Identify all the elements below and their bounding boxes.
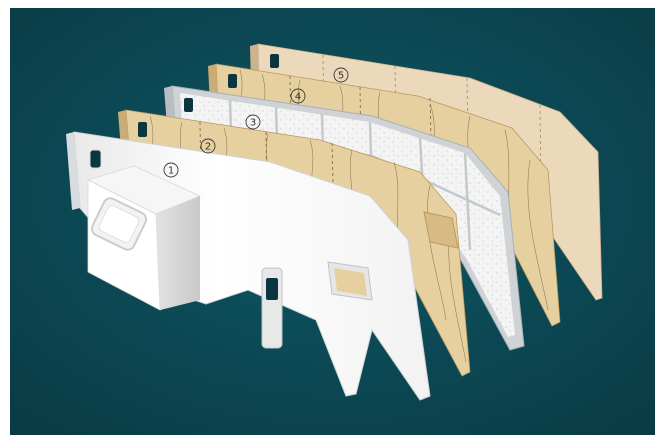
svg-text:2: 2 <box>205 142 211 153</box>
layer-2-window <box>138 122 147 137</box>
svg-text:5: 5 <box>338 71 344 82</box>
entry-door-window <box>266 278 278 300</box>
layer-4-window <box>228 74 237 88</box>
svg-text:1: 1 <box>168 166 174 177</box>
svg-text:4: 4 <box>295 92 301 103</box>
layer-3-window <box>184 98 193 112</box>
layer-5-window <box>270 54 279 68</box>
svg-text:3: 3 <box>250 118 256 129</box>
layer-1-front-window <box>90 150 101 168</box>
